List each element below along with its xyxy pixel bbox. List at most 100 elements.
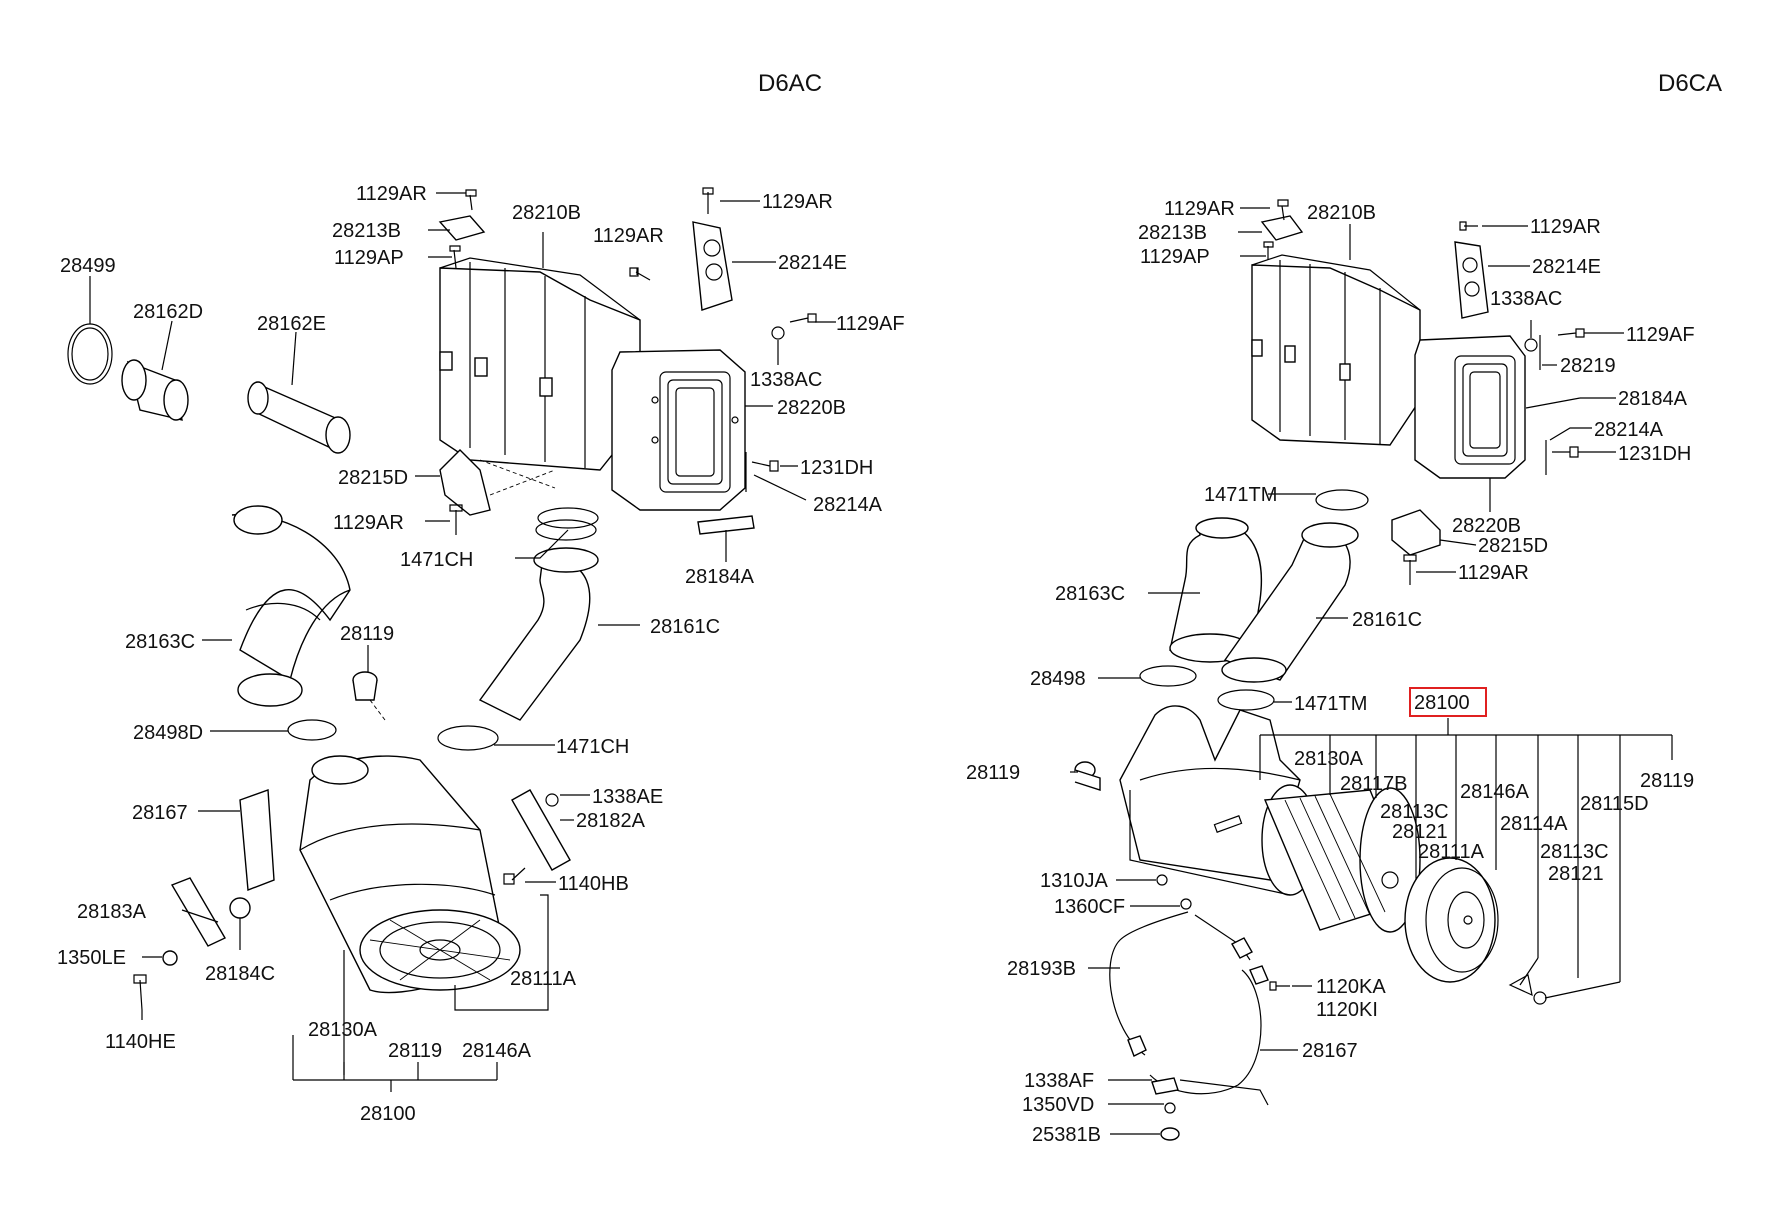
- label-28193b[interactable]: 28193B: [1007, 958, 1076, 980]
- label-1129ar-upper-right[interactable]: 1129AR: [1530, 216, 1601, 238]
- clamp-1471tm-lower-right: [1217, 689, 1275, 711]
- label-28213b-right[interactable]: 28213B: [1138, 222, 1207, 244]
- label-28121-lower[interactable]: 28121: [1548, 863, 1604, 885]
- label-28498d[interactable]: 28498D: [133, 722, 203, 744]
- label-28167-left[interactable]: 28167: [132, 802, 188, 824]
- hose-28162e: [247, 381, 351, 454]
- label-1120ka[interactable]: 1120KA: [1316, 976, 1386, 998]
- nut-1338ae: [545, 793, 559, 807]
- d6ca-parts: [1074, 199, 1585, 1141]
- label-28119-bottom-left[interactable]: 28119: [388, 1040, 442, 1062]
- label-28100-left[interactable]: 28100: [360, 1103, 416, 1125]
- label-28215d-right[interactable]: 28215D: [1478, 535, 1548, 557]
- label-1129ar-top-left[interactable]: 1129AR: [356, 183, 427, 205]
- label-1350vd[interactable]: 1350VD: [1022, 1094, 1094, 1116]
- strap-28193b: [1109, 911, 1253, 1057]
- label-28130a-left[interactable]: 28130A: [308, 1019, 378, 1041]
- label-1140he[interactable]: 1140HE: [105, 1031, 176, 1053]
- label-28214e-left[interactable]: 28214E: [778, 252, 847, 274]
- label-28214a-right[interactable]: 28214A: [1594, 419, 1664, 441]
- bolt-1140hb: [503, 867, 526, 885]
- hose-28161c-left: [478, 519, 599, 721]
- label-1129ap-right[interactable]: 1129AP: [1140, 246, 1210, 268]
- label-28113c-lower[interactable]: 28113C: [1540, 841, 1609, 863]
- label-1140hb[interactable]: 1140HB: [558, 873, 629, 895]
- clamp-1471ch-upper-left: [537, 507, 599, 529]
- bolt-1129ar-lower-right: [1403, 554, 1417, 585]
- label-28167-right[interactable]: 28167: [1302, 1040, 1358, 1062]
- label-28163c-right[interactable]: 28163C: [1055, 583, 1125, 605]
- label-28499[interactable]: 28499: [60, 255, 116, 277]
- label-28146a-left[interactable]: 28146A: [462, 1040, 532, 1062]
- label-28184c[interactable]: 28184C: [205, 963, 275, 985]
- bolt-1129ar-upper-right: [1459, 221, 1478, 231]
- label-28114a[interactable]: 28114A: [1500, 813, 1568, 835]
- label-28121-upper[interactable]: 28121: [1392, 821, 1448, 843]
- label-28113c-upper[interactable]: 28113C: [1380, 801, 1449, 823]
- label-28163c-left[interactable]: 28163C: [125, 631, 195, 653]
- bolt-1140he: [133, 974, 147, 1011]
- label-28100-right[interactable]: 28100: [1414, 692, 1470, 714]
- label-28161c-left[interactable]: 28161C: [650, 616, 720, 638]
- label-1129af-left[interactable]: 1129AF: [836, 313, 905, 335]
- label-1350le[interactable]: 1350LE: [57, 947, 126, 969]
- label-1471tm-upper-right[interactable]: 1471TM: [1204, 484, 1277, 506]
- label-28182a-left[interactable]: 28182A: [576, 810, 646, 832]
- label-1129ar-top-right[interactable]: 1129AR: [1164, 198, 1235, 220]
- label-28215d-left[interactable]: 28215D: [338, 467, 408, 489]
- label-28220b-right[interactable]: 28220B: [1452, 515, 1521, 537]
- label-25381b[interactable]: 25381B: [1032, 1124, 1101, 1146]
- clamp-28498d: [287, 719, 337, 741]
- bracket-28213b-right: [1260, 215, 1304, 241]
- label-1129ap-left[interactable]: 1129AP: [334, 247, 404, 269]
- label-28111a-left[interactable]: 28111A: [510, 968, 577, 990]
- label-1471ch-lower-left[interactable]: 1471CH: [556, 736, 629, 758]
- label-1231dh-left[interactable]: 1231DH: [800, 457, 873, 479]
- label-28117b[interactable]: 28117B: [1340, 773, 1407, 795]
- label-28213b-left[interactable]: 28213B: [332, 220, 401, 242]
- label-1338ae[interactable]: 1338AE: [592, 786, 663, 808]
- label-28119-left-right[interactable]: 28119: [966, 762, 1020, 784]
- label-1310ja[interactable]: 1310JA: [1040, 870, 1108, 892]
- label-1338af[interactable]: 1338AF: [1024, 1070, 1094, 1092]
- bracket-28183a: [170, 877, 226, 947]
- label-28210b-right[interactable]: 28210B: [1307, 202, 1376, 224]
- label-28130a-right[interactable]: 28130A: [1294, 748, 1364, 770]
- label-1338ac-left[interactable]: 1338AC: [750, 369, 822, 391]
- label-28220b-left[interactable]: 28220B: [777, 397, 846, 419]
- label-1129ar-lower-right[interactable]: 1129AR: [1458, 562, 1529, 584]
- label-28146a-right[interactable]: 28146A: [1460, 781, 1530, 803]
- label-28214a-left[interactable]: 28214A: [813, 494, 883, 516]
- label-1360cf[interactable]: 1360CF: [1054, 896, 1125, 918]
- label-1129ar-mid-left[interactable]: 1129AR: [593, 225, 664, 247]
- label-1231dh-right[interactable]: 1231DH: [1618, 443, 1691, 465]
- intercooler-housing-right: [1251, 254, 1421, 446]
- plug-28119-left: [352, 671, 378, 701]
- label-1471tm-lower-right[interactable]: 1471TM: [1294, 693, 1367, 715]
- label-1338ac-right[interactable]: 1338AC: [1490, 288, 1562, 310]
- bolt-1129af-left: [789, 313, 817, 323]
- label-28119-top-left[interactable]: 28119: [340, 623, 394, 645]
- bracket-28182a-left: [511, 789, 571, 871]
- nut-1360cf: [1180, 898, 1192, 910]
- label-28184a-left[interactable]: 28184A: [685, 566, 755, 588]
- label-28214e-right[interactable]: 28214E: [1532, 256, 1601, 278]
- label-28161c-right[interactable]: 28161C: [1352, 609, 1422, 631]
- label-28210b-left[interactable]: 28210B: [512, 202, 581, 224]
- label-1129ar-right-top-left[interactable]: 1129AR: [762, 191, 833, 213]
- label-1120ki[interactable]: 1120KI: [1316, 999, 1378, 1021]
- label-28115d[interactable]: 28115D: [1580, 793, 1649, 815]
- label-28498[interactable]: 28498: [1030, 668, 1086, 690]
- label-28162e[interactable]: 28162E: [257, 313, 326, 335]
- label-28184a-right[interactable]: 28184A: [1618, 388, 1688, 410]
- hose-28161c-right: [1221, 522, 1359, 683]
- label-1471ch-upper-left[interactable]: 1471CH: [400, 549, 473, 571]
- label-28183a[interactable]: 28183A: [77, 901, 147, 923]
- label-28119-right-right[interactable]: 28119: [1640, 770, 1694, 792]
- label-1129ar-lower-left[interactable]: 1129AR: [333, 512, 404, 534]
- bolt-1120ka: [1269, 981, 1290, 991]
- label-28219[interactable]: 28219: [1560, 355, 1616, 377]
- label-28111a-right[interactable]: 28111A: [1418, 841, 1485, 863]
- label-28162d[interactable]: 28162D: [133, 301, 203, 323]
- label-1129af-right[interactable]: 1129AF: [1626, 324, 1695, 346]
